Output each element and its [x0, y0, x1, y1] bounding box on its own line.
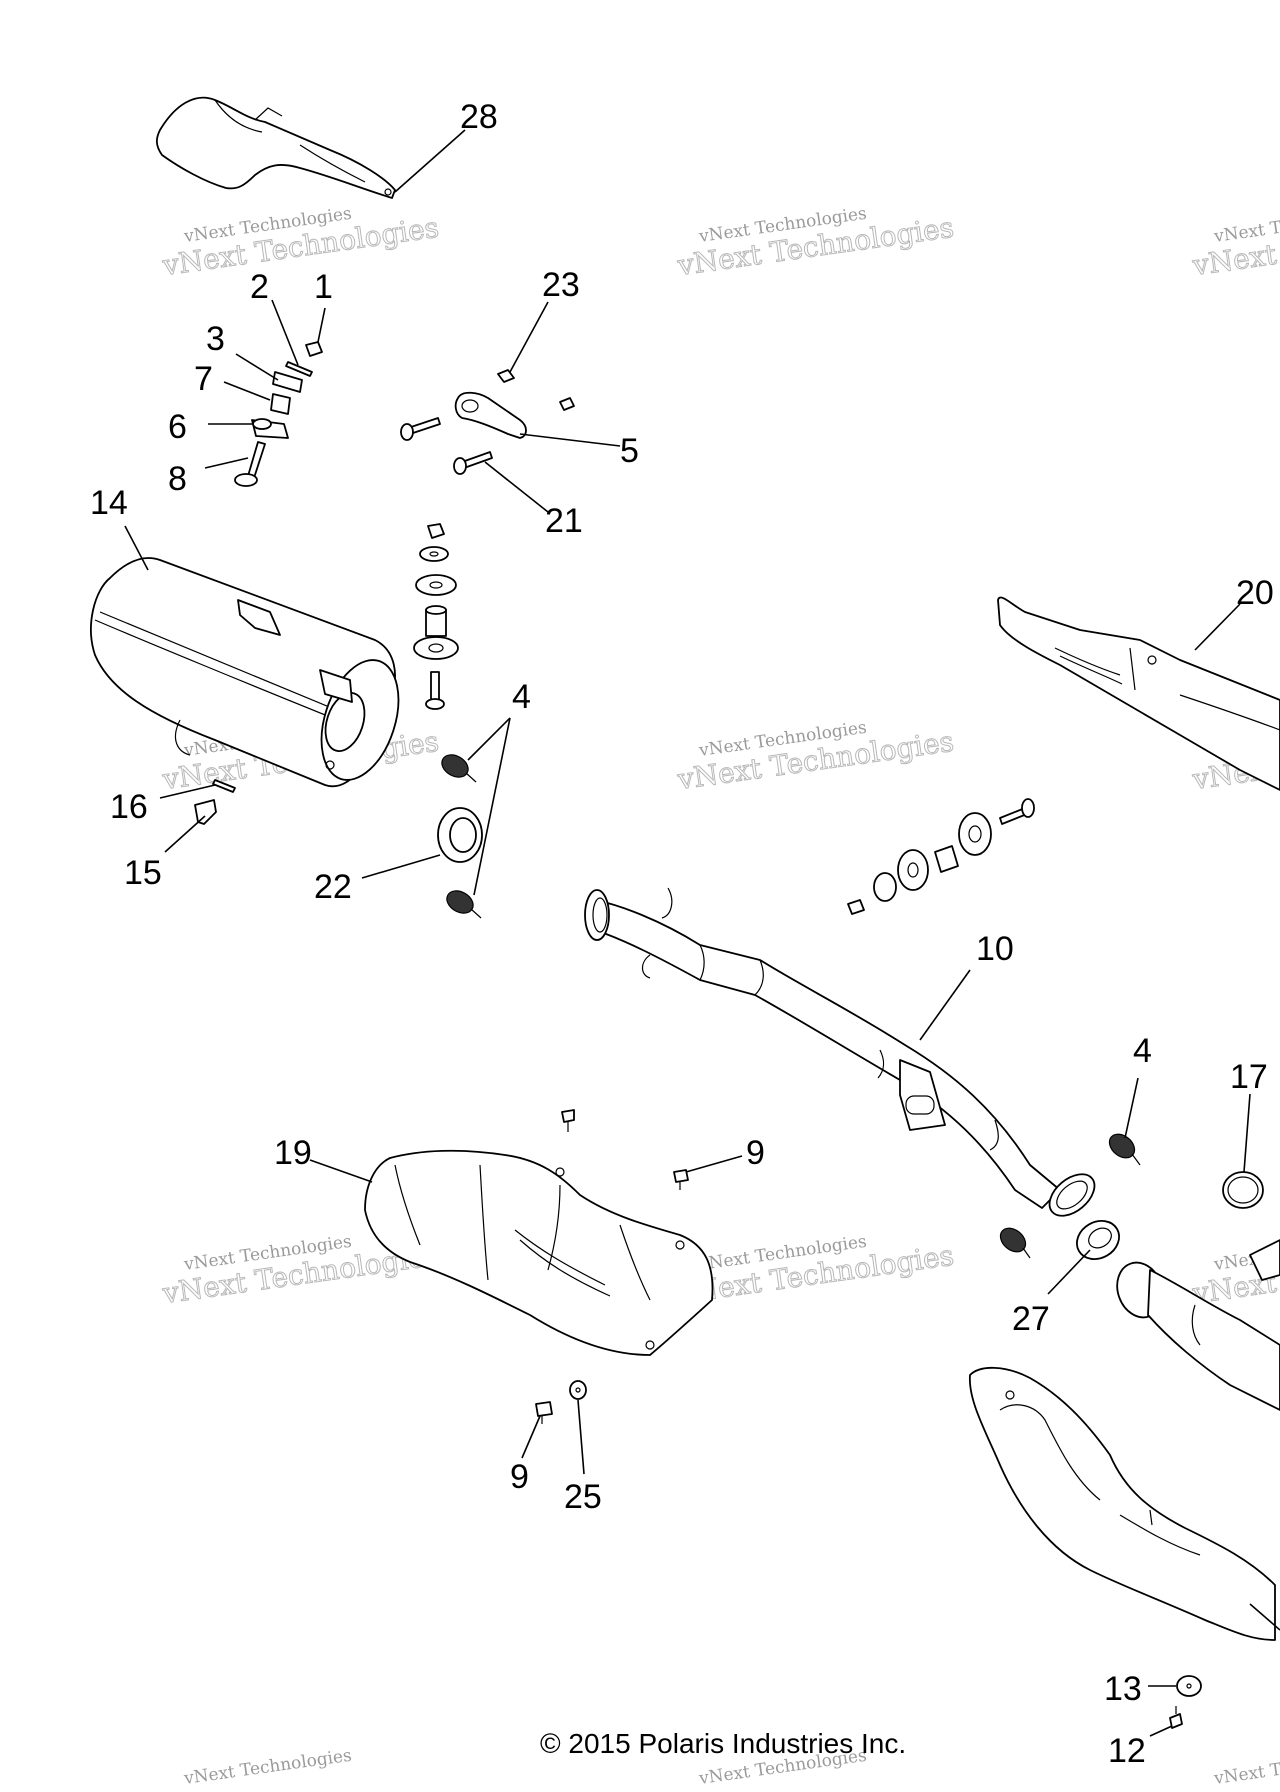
pipe-mount-hardware: [847, 798, 1035, 915]
callout-14: 14: [90, 484, 128, 522]
callout-28: 28: [460, 98, 498, 136]
part-9-screw: [535, 1401, 553, 1424]
part-21-bolts: [400, 417, 493, 475]
part-2-spring: [285, 361, 313, 377]
part-27-gasket: [1076, 1220, 1120, 1260]
part-22-gasket: [437, 807, 483, 863]
part-8-bolt: [234, 441, 266, 487]
callout-4: 4: [1133, 1032, 1152, 1070]
callout-1: 1: [314, 268, 333, 306]
part-23-nut: [497, 369, 575, 411]
watermark: vNext Technologies vNext Technologies: [1189, 204, 1280, 283]
callout-5: 5: [620, 432, 639, 470]
callout-21: 21: [545, 502, 583, 540]
part-9-screw: [673, 1169, 689, 1190]
watermark: vNext Technologies vNext Technologies: [674, 718, 956, 797]
part-15-screw: [194, 799, 217, 825]
watermark-line1: vNext Technologies: [1212, 1746, 1280, 1789]
part-20-heat-shield: [997, 596, 1280, 791]
mount-stack: [413, 523, 459, 710]
part-17-gasket: [1222, 1171, 1264, 1209]
callout-13: 13: [1104, 1670, 1142, 1708]
watermark-line1: vNext Technologies: [182, 1746, 353, 1789]
part-6-grommet: [251, 418, 289, 439]
part-4-spring: [446, 890, 482, 919]
callout-19: 19: [274, 1134, 312, 1172]
watermark: vNext Technologies vNext Technologies: [674, 204, 956, 283]
copyright-text: © 2015 Polaris Industries Inc.: [540, 1728, 907, 1759]
part-7-spacer: [270, 393, 291, 415]
callout-16: 16: [110, 788, 148, 826]
part-16-washer: [212, 779, 236, 793]
part-19-heat-shield: [364, 1149, 714, 1356]
part-28-heat-shield: [155, 96, 396, 199]
part-5-bracket: [454, 391, 527, 439]
watermark: vNext Technologies: [1212, 1746, 1280, 1789]
part-9-screw: [561, 1109, 575, 1132]
part-4-spring: [999, 1227, 1031, 1259]
bottom-right-heat-shield: [969, 1366, 1276, 1641]
leader-lines: [124, 129, 1280, 1737]
watermark: vNext Technologies vNext Technologies: [674, 1232, 956, 1311]
part-13-washer: [1176, 1675, 1202, 1697]
part-10-pipe: [584, 887, 1096, 1217]
callout-4: 4: [512, 678, 531, 716]
right-pipe: [1116, 1239, 1280, 1411]
callout-17: 17: [1230, 1058, 1268, 1096]
callouts: 28 2 1 3 7 6 8 23 5 21 14 4 16 15 22 20 …: [90, 98, 1274, 1770]
callout-25: 25: [564, 1478, 602, 1516]
callout-12: 12: [1108, 1732, 1146, 1770]
part-25-washer: [569, 1380, 587, 1400]
part-3-washer: [272, 371, 303, 393]
part-4-spring: [441, 754, 477, 783]
part-12-screw: [1169, 1706, 1183, 1729]
callout-3: 3: [206, 320, 225, 358]
watermark: vNext Technologies vNext Technologies: [159, 204, 441, 283]
part-14-muffler: [90, 557, 400, 788]
callout-9: 9: [746, 1134, 765, 1172]
callout-8: 8: [168, 460, 187, 498]
callout-20: 20: [1236, 574, 1274, 612]
part-1-nut: [305, 341, 323, 357]
callout-27: 27: [1012, 1300, 1050, 1338]
callout-10: 10: [976, 930, 1014, 968]
callout-7: 7: [194, 360, 213, 398]
callout-2: 2: [250, 268, 269, 306]
callout-22: 22: [314, 868, 352, 906]
callout-9: 9: [510, 1458, 529, 1496]
callout-23: 23: [542, 266, 580, 304]
watermark: vNext Technologies: [182, 1746, 353, 1789]
callout-15: 15: [124, 854, 162, 892]
callout-6: 6: [168, 408, 187, 446]
part-4-spring: [1108, 1133, 1141, 1166]
